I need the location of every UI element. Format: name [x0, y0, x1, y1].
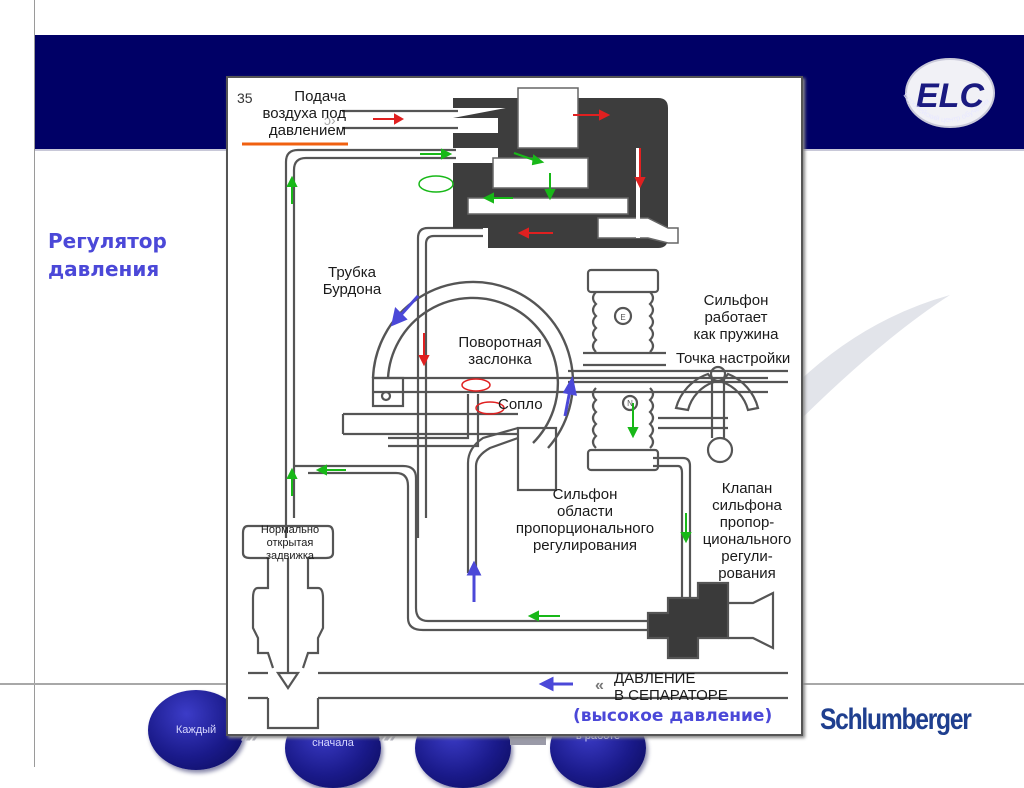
label-spring-bellows: Сильфон работает как пружина [693, 292, 779, 343]
link-block [516, 426, 558, 492]
step-label: Каждый [175, 724, 217, 736]
bellows-n-circle [621, 394, 639, 412]
bellows-e-label: E [620, 313, 625, 322]
feedback-pipe [294, 464, 648, 632]
normally-open-valve [241, 524, 335, 669]
valve-lower-body [266, 698, 320, 730]
bellows-e-circle [613, 306, 633, 326]
separator-pipe [248, 671, 788, 700]
elc-logo: ELC Европейский центр обучения [902, 58, 995, 128]
elc-logo-text: ELC [916, 77, 984, 115]
double-chevron-icon: « [595, 677, 604, 694]
red-cloud-nozzle [475, 401, 505, 415]
bellows-plate [568, 351, 788, 384]
bellows-top-cap [586, 268, 660, 294]
label-nozzle: Сопло [498, 396, 543, 413]
diagram-drawing: « E N ↄ› [241, 87, 788, 730]
label-proportional-bellows: Сильфон области пропорционального регули… [515, 486, 655, 554]
base-plate [341, 412, 518, 436]
label-high-pressure: (высокое давление) [573, 706, 773, 726]
bourdon-tube-inner [386, 296, 560, 444]
label-bourdon-tube: Трубка Бурдона [322, 264, 382, 298]
valve-feed-pipe [653, 456, 692, 608]
bellows-n-label: N [627, 399, 633, 408]
valve-handle [728, 591, 775, 650]
step-label: сначала [312, 737, 354, 749]
air-inlet-icon: ↄ› [324, 112, 336, 128]
label-set-point: Точка настройки [676, 350, 791, 367]
output-loop-pipe [284, 148, 456, 538]
label-normally-open-valve: Нормально открытая задвижка [260, 524, 320, 562]
step-connector [510, 737, 546, 745]
label-separator-pressure: ДАВЛЕНИЕ В СЕПАРАТОРЕ [614, 670, 728, 704]
pressure-regulator-diagram: « E N ↄ› 35 Подача воздуха под давлением… [226, 76, 803, 736]
pipe-to-flapper [416, 226, 483, 538]
figure-number: 35 [237, 90, 253, 106]
spring-bellows [591, 291, 655, 353]
bourdon-anchor [371, 376, 405, 408]
setpoint-wheel [706, 436, 734, 464]
proportional-bellows [591, 387, 655, 449]
valve-stem [275, 558, 301, 690]
left-margin-line [34, 0, 35, 767]
green-leak-cloud [418, 175, 454, 193]
proportional-valve-body [646, 581, 730, 660]
decorative-swoosh [790, 295, 950, 430]
label-flapper: Поворотная заслонка [458, 334, 542, 368]
label-proportional-valve: Клапан сильфона пропор- ционального регу… [702, 480, 792, 582]
schlumberger-logo: Schlumberger [820, 703, 972, 736]
nozzle-pipe [388, 394, 480, 448]
slide-title: Регулятор давления [48, 229, 167, 281]
label-air-supply: Подача воздуха под давлением [262, 88, 346, 139]
red-cloud-flapper [461, 378, 491, 392]
supply-pipe [342, 109, 458, 130]
bourdon-feed-pipe [466, 426, 519, 573]
regulator-body [453, 87, 679, 248]
bellows-bottom-cap [586, 448, 660, 472]
setpoint-arm [658, 416, 728, 430]
